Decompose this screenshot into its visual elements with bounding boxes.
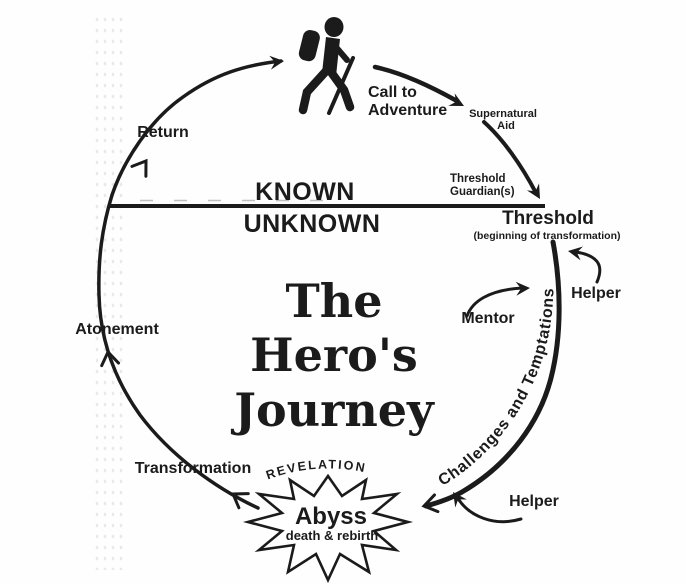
diagram-title: The Hero's Journey	[230, 274, 435, 437]
circle-arc-descent	[482, 120, 538, 195]
abyss-label: Abyss	[295, 503, 367, 530]
helper-lower-arrow	[457, 498, 523, 524]
mentor-arrow	[465, 286, 524, 318]
stage-transformation-label: Transformation	[135, 460, 251, 477]
starburst-shape	[242, 473, 414, 584]
stage-threshold-label: Threshold	[502, 208, 594, 229]
circle-arc-left	[97, 59, 283, 510]
title-line-3: Journey	[230, 383, 435, 437]
stage-return-label: Return	[137, 124, 189, 141]
abyss-starburst: Abyss death & rebirth	[242, 473, 414, 584]
circle-arc-call	[372, 64, 460, 104]
stage-call-line2: Adventure	[368, 102, 447, 119]
stage-threshold-sublabel: (beginning of transformation)	[474, 230, 621, 242]
zone-unknown-label: UNKNOWN	[244, 210, 381, 238]
helper-upper-arrow	[574, 250, 602, 284]
arrowhead-threshold	[526, 183, 547, 203]
title-line-1: The	[286, 274, 383, 328]
stage-guardians-line1: Threshold	[450, 173, 506, 185]
abyss-sublabel: death & rebirth	[286, 528, 379, 543]
stage-mentor-label: Mentor	[461, 310, 514, 327]
stage-atonement-label: Atonement	[75, 321, 159, 338]
circle-arc-challenges	[423, 239, 562, 509]
hiker-icon	[298, 17, 355, 115]
stage-helper-upper-label: Helper	[571, 285, 621, 302]
stage-helper-lower-label: Helper	[509, 493, 559, 510]
stage-supernatural-line1: Supernatural	[469, 108, 537, 120]
stage-call-line1: Call to	[368, 84, 417, 101]
stage-guardians-line2: Guardian(s)	[450, 186, 515, 198]
journey-cycle-circle	[97, 54, 562, 517]
stage-supernatural-line2: Aid	[497, 120, 515, 132]
stage-revelation-label: REVELATION	[264, 457, 368, 482]
zone-known-label: KNOWN	[255, 178, 355, 206]
pointer-arrows	[447, 244, 602, 524]
arrowhead-return	[129, 154, 155, 178]
title-line-2: Hero's	[250, 328, 418, 382]
